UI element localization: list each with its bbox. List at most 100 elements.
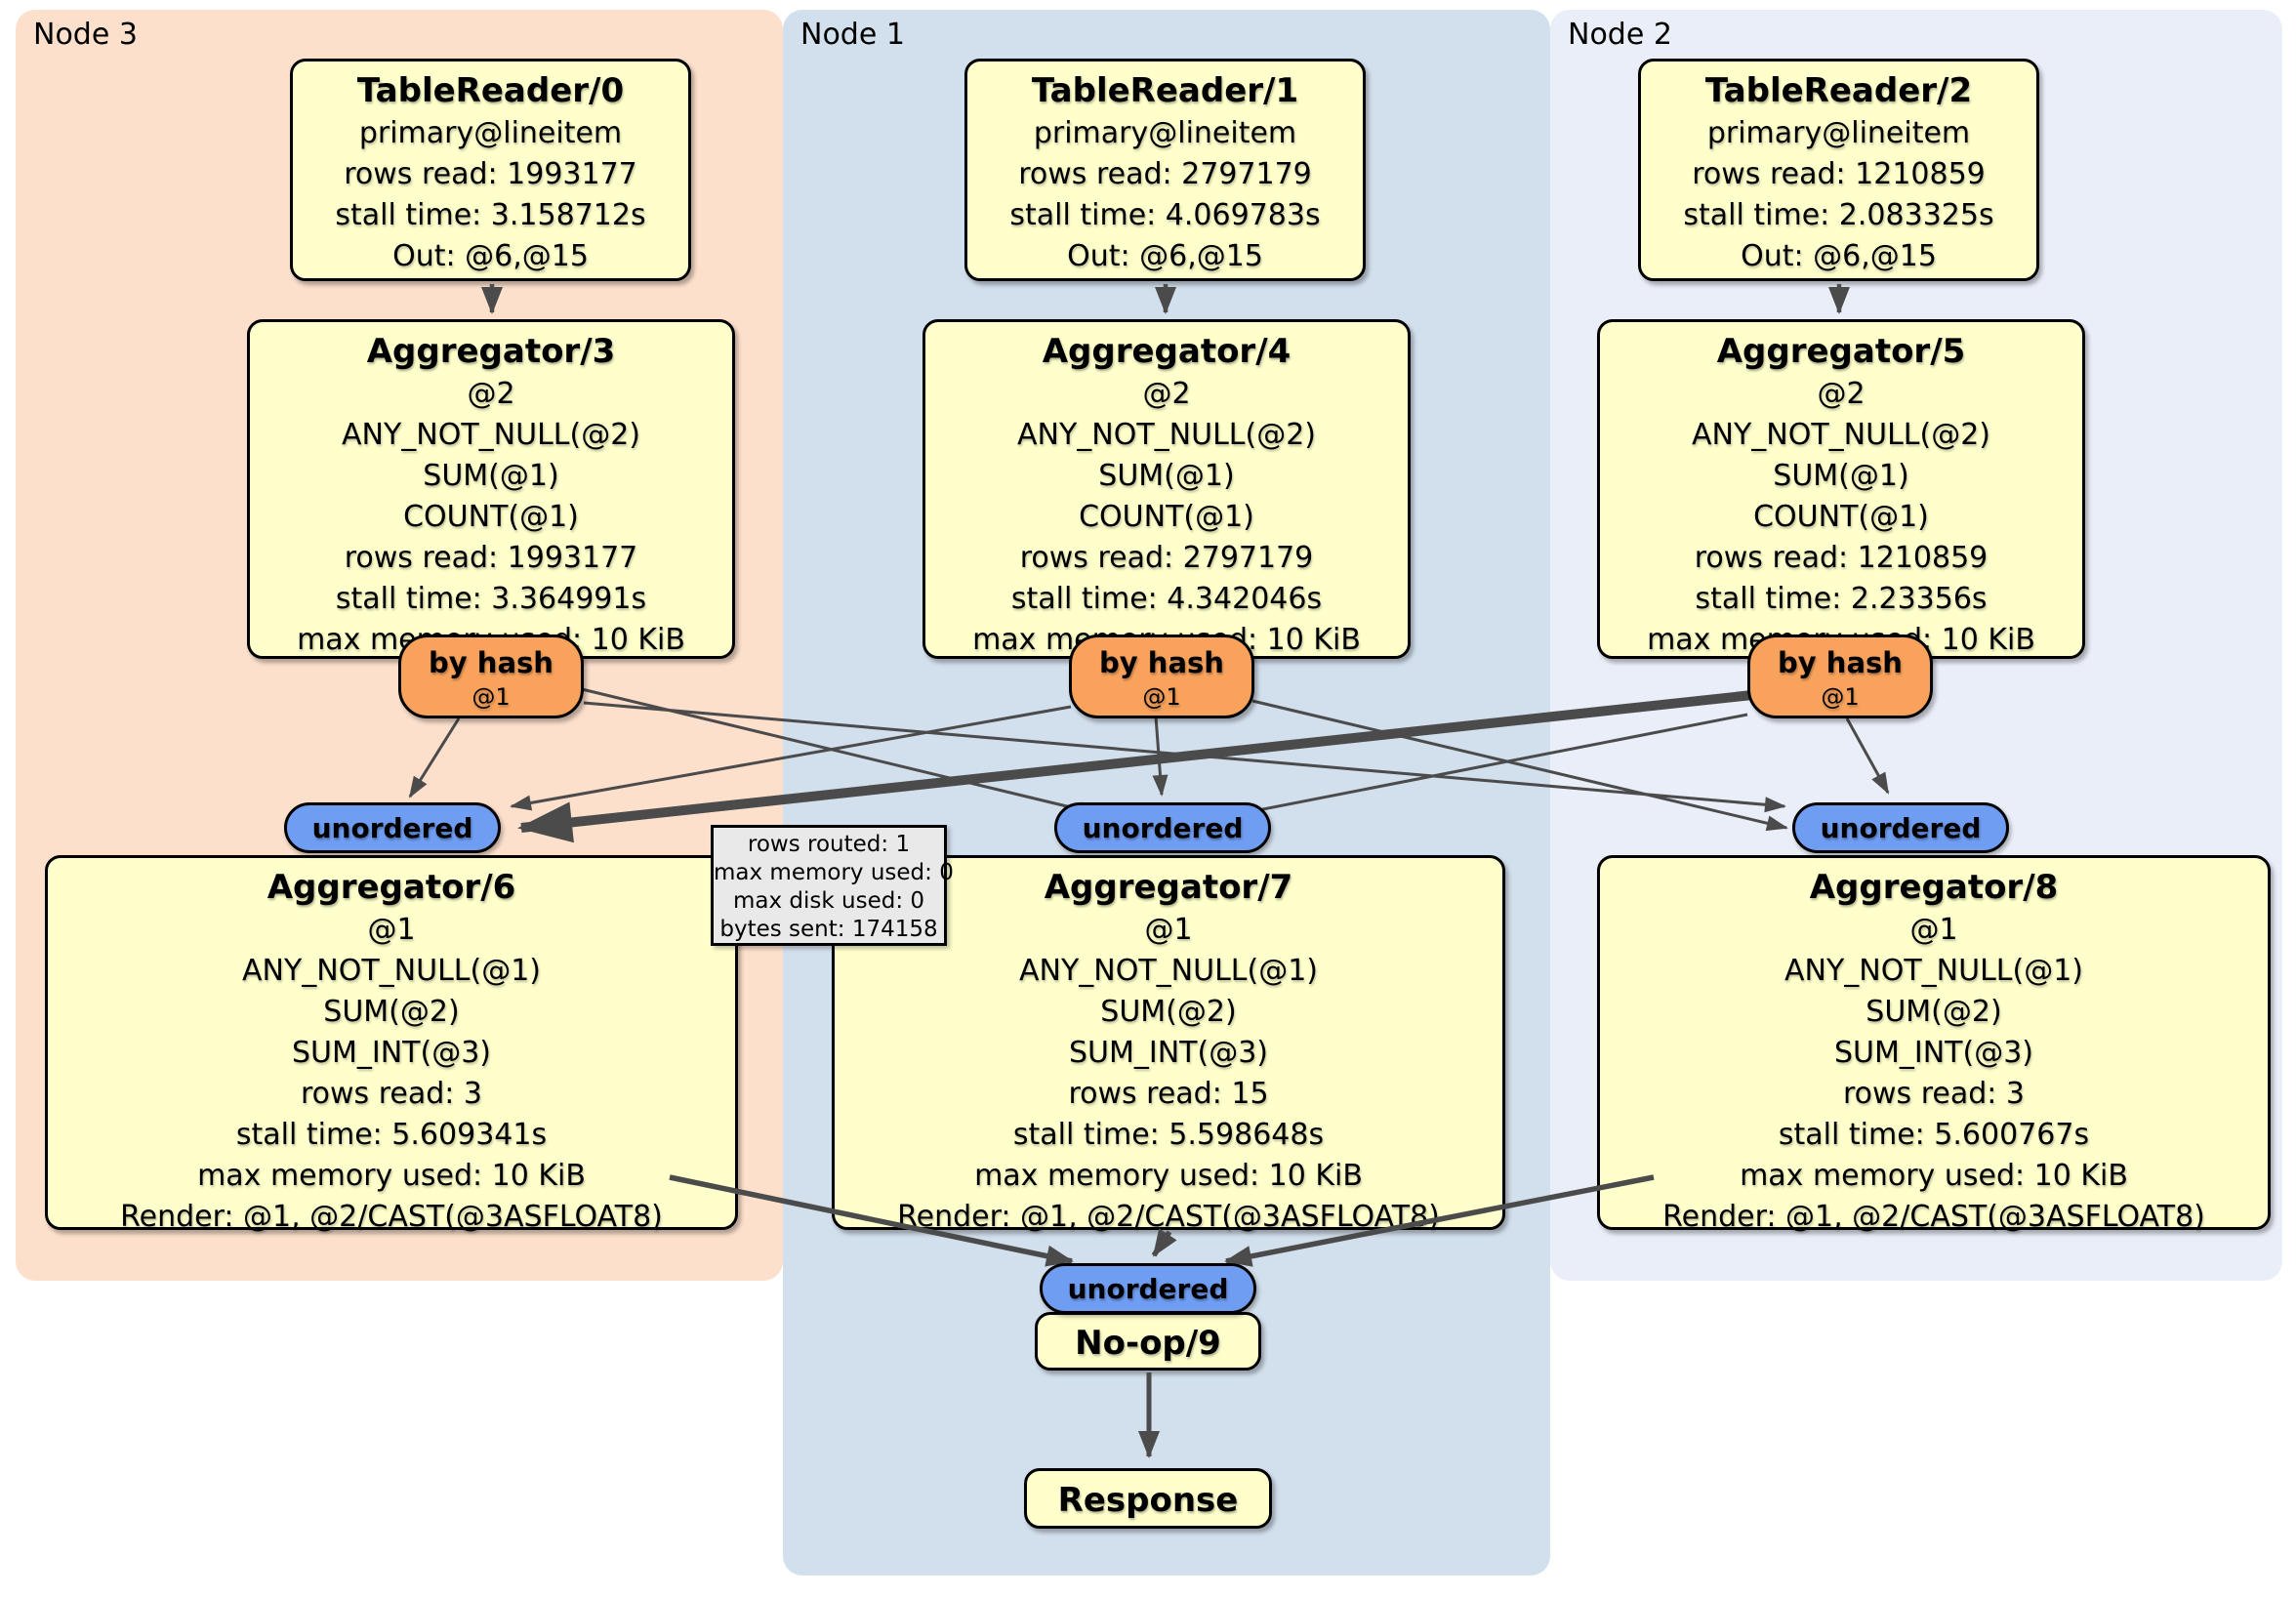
node-line: stall time: 3.158712s (335, 198, 646, 232)
edge-agg8-uno9[interactable] (1224, 1174, 1655, 1267)
node-line: SUM(@2) (323, 995, 460, 1029)
node-line: SUM(@2) (1100, 995, 1237, 1029)
unordered-sync-noop[interactable]: unordered (1040, 1263, 1256, 1314)
node-line: ANY_NOT_NULL(@1) (1784, 954, 2083, 988)
node-line: max memory used: 10 KiB (197, 1159, 586, 1193)
node-line: stall time: 5.609341s (235, 1118, 548, 1152)
unordered-sync-agg6[interactable]: unordered (284, 802, 501, 853)
node-line: SUM(@1) (1098, 459, 1235, 493)
response-node[interactable]: Response (1024, 1468, 1272, 1529)
node-line: SUM(@1) (1773, 459, 1909, 493)
router-label: unordered (1067, 1273, 1229, 1305)
node-title: Aggregator/8 (1809, 868, 2059, 907)
node-line: SUM_INT(@3) (1069, 1036, 1268, 1070)
router-sub-label: @1 (472, 683, 511, 711)
node-line: primary@lineitem (1706, 116, 1971, 150)
node-line: Render: @1, @2/CAST(@3ASFLOAT8) (1662, 1200, 2205, 1234)
node-title: TableReader/2 (1704, 71, 1973, 110)
node-line: ANY_NOT_NULL(@2) (1017, 418, 1316, 452)
node-line: rows read: 3 (300, 1077, 483, 1111)
node-line: rows read: 1210859 (1692, 157, 1986, 191)
router-label: unordered (1082, 812, 1244, 844)
edge-hash3-uno6[interactable] (408, 717, 461, 798)
node-line: rows read: 1993177 (344, 157, 637, 191)
node-line: rows read: 1993177 (344, 541, 638, 575)
node-title: TableReader/0 (356, 71, 625, 110)
node-line: ANY_NOT_NULL(@1) (1019, 954, 1318, 988)
router-sub-label: @1 (1821, 683, 1860, 711)
router-label: unordered (1820, 812, 1982, 844)
node-line: SUM_INT(@3) (292, 1036, 491, 1070)
node-title: Response (1057, 1481, 1239, 1520)
node-line: Render: @1, @2/CAST(@3ASFLOAT8) (120, 1200, 663, 1234)
node-title: No-op/9 (1075, 1324, 1221, 1363)
tablereader-2-node[interactable]: TableReader/2 primary@lineitem rows read… (1638, 59, 2039, 281)
node-line: max memory used: 10 KiB (1740, 1159, 2128, 1193)
edge-stats-tooltip: rows routed: 1 max memory used: 0 max di… (711, 825, 954, 946)
edge-hash5-uno7[interactable] (1226, 713, 1748, 821)
node-line: COUNT(@1) (403, 500, 579, 534)
edge-hash5-uno8[interactable] (1845, 717, 1890, 795)
node-line: rows read: 15 (1068, 1077, 1269, 1111)
router-label: by hash (429, 646, 554, 679)
by-hash-router-node2[interactable]: by hash @1 (1747, 635, 1933, 718)
tablereader-0-node[interactable]: TableReader/0 primary@lineitem rows read… (290, 59, 691, 281)
node-line: @2 (1817, 377, 1866, 411)
router-label: by hash (1778, 646, 1903, 679)
node-line: @1 (1909, 913, 1958, 947)
edge-hash5-uno6-highlighted[interactable] (517, 690, 1753, 843)
tooltip-line: rows routed: 1 (747, 832, 911, 857)
node-line: stall time: 2.083325s (1683, 198, 1994, 232)
node-line: primary@lineitem (358, 116, 623, 150)
node-line: stall time: 4.069783s (1009, 198, 1321, 232)
node-line: Out: @6,@15 (1741, 239, 1937, 273)
node-line: @1 (1144, 913, 1193, 947)
node-line: stall time: 5.600767s (1778, 1118, 2090, 1152)
node-line: rows read: 3 (1842, 1077, 2026, 1111)
node-title: Aggregator/4 (1042, 332, 1292, 371)
node-title: Aggregator/5 (1716, 332, 1966, 371)
unordered-sync-agg7[interactable]: unordered (1054, 802, 1271, 853)
by-hash-router-node1[interactable]: by hash @1 (1069, 635, 1254, 718)
node-line: ANY_NOT_NULL(@1) (242, 954, 541, 988)
node-line: Out: @6,@15 (1067, 239, 1263, 273)
node-line: COUNT(@1) (1753, 500, 1929, 534)
node-line: @2 (1142, 377, 1191, 411)
node-line: Render: @1, @2/CAST(@3ASFLOAT8) (897, 1200, 1440, 1234)
tablereader-1-node[interactable]: TableReader/1 primary@lineitem rows read… (964, 59, 1366, 281)
node-title: Aggregator/7 (1044, 868, 1293, 907)
aggregator-8-node[interactable]: Aggregator/8 @1 ANY_NOT_NULL(@1) SUM(@2)… (1597, 855, 2271, 1234)
node-line: rows read: 1210859 (1694, 541, 1988, 575)
tooltip-line: max memory used: 0 (714, 860, 954, 885)
edge-agg7-uno9[interactable] (1151, 1228, 1177, 1257)
node-line: SUM(@2) (1866, 995, 2002, 1029)
node-line: max memory used: 10 KiB (974, 1159, 1363, 1193)
node-line: SUM(@1) (423, 459, 559, 493)
node-line: stall time: 5.598648s (1012, 1118, 1325, 1152)
edge-hash4-uno6[interactable] (510, 705, 1072, 811)
node-line: @1 (367, 913, 416, 947)
by-hash-router-node3[interactable]: by hash @1 (398, 635, 584, 718)
tooltip-line: max disk used: 0 (732, 888, 925, 914)
unordered-sync-agg8[interactable]: unordered (1792, 802, 2009, 853)
node-line: SUM_INT(@3) (1834, 1036, 2033, 1070)
router-sub-label: @1 (1142, 683, 1181, 711)
edge-hash4-uno8[interactable] (1251, 699, 1788, 832)
node-title: Aggregator/3 (366, 332, 616, 371)
aggregator-5-node[interactable]: Aggregator/5 @2 ANY_NOT_NULL(@2) SUM(@1)… (1597, 319, 2085, 659)
noop-9-node[interactable]: No-op/9 (1035, 1312, 1261, 1371)
group-label-node-2: Node 2 (1568, 18, 1672, 52)
node-line: stall time: 2.23356s (1695, 582, 1988, 616)
group-label-node-3: Node 3 (33, 18, 138, 52)
aggregator-6-node[interactable]: Aggregator/6 @1 ANY_NOT_NULL(@1) SUM(@2)… (45, 855, 738, 1234)
node-line: rows read: 2797179 (1019, 541, 1314, 575)
node-line: stall time: 3.364991s (335, 582, 647, 616)
node-line: COUNT(@1) (1079, 500, 1254, 534)
node-line: Out: @6,@15 (392, 239, 589, 273)
node-line: ANY_NOT_NULL(@2) (342, 418, 640, 452)
tooltip-line: bytes sent: 174158 (719, 917, 938, 942)
node-line: primary@lineitem (1033, 116, 1297, 150)
node-title: Aggregator/6 (266, 868, 516, 907)
edge-agg6-uno9[interactable] (669, 1174, 1074, 1267)
